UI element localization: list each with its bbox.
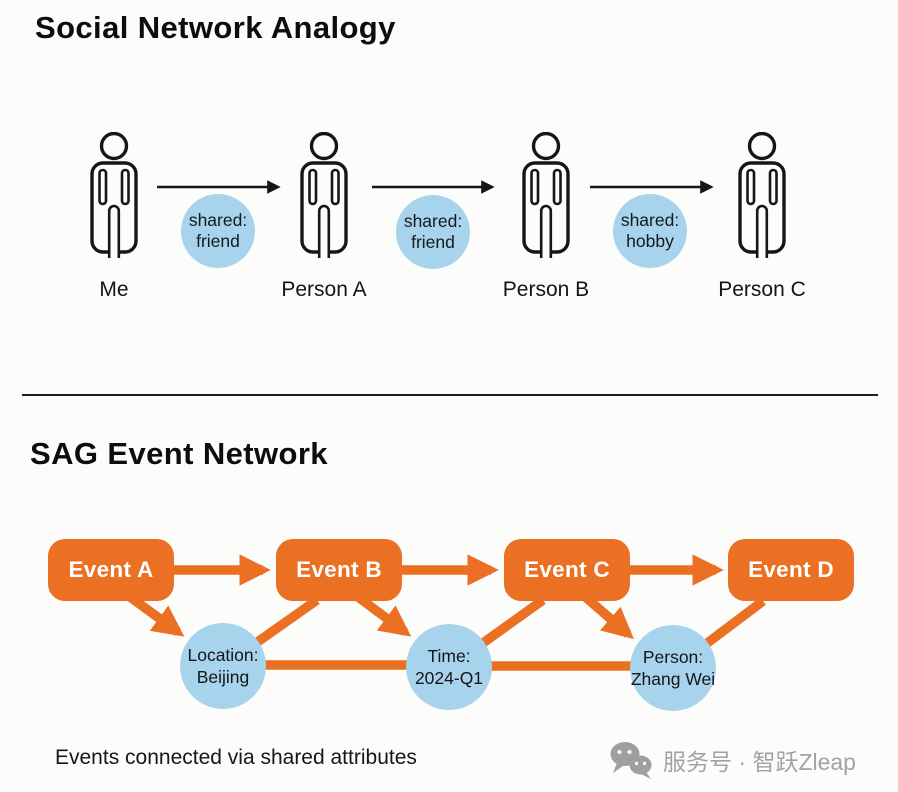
wechat-icon <box>610 742 652 779</box>
person-node-c: Person C <box>702 132 822 302</box>
bottom-section-title: SAG Event Network <box>30 436 328 471</box>
section-divider <box>22 394 878 396</box>
attribute-line2: Zhang Wei <box>630 669 716 689</box>
top-section-title: Social Network Analogy <box>35 10 396 45</box>
person-icon <box>300 132 348 258</box>
person-label: Person C <box>718 278 806 301</box>
attribute-circle-location: Location: Beijing <box>180 623 266 709</box>
link-time-eventC <box>480 596 546 647</box>
attribute-circle-person: Person: Zhang Wei <box>630 625 716 711</box>
shared-attr-line1: shared: <box>403 211 463 231</box>
shared-attr-line2: hobby <box>626 231 674 251</box>
shared-attr-line2: friend <box>196 231 240 251</box>
person-label: Person A <box>281 278 367 301</box>
person-node-me: Me <box>54 132 174 302</box>
diagram-caption: Events connected via shared attributes <box>55 746 417 769</box>
event-node-b: Event B <box>276 539 402 601</box>
person-node-b: Person B <box>486 132 606 302</box>
event-node-c: Event C <box>504 539 630 601</box>
attribute-circle-time: Time: 2024-Q1 <box>406 624 492 710</box>
attribute-line2: 2024-Q1 <box>414 668 484 688</box>
watermark: 服务号 · 智跃Zleap <box>608 740 856 780</box>
shared-attr-line1: shared: <box>620 210 680 230</box>
attribute-line1: Time: <box>427 646 471 666</box>
shared-attr-line2: friend <box>411 232 455 252</box>
event-label: Event C <box>524 557 610 582</box>
watermark-text: 服务号 · 智跃Zleap <box>663 749 856 775</box>
shared-attr-line1: shared: <box>188 210 248 230</box>
person-label: Person B <box>502 278 590 301</box>
link-person-eventD <box>703 597 766 648</box>
shared-attribute-circle-friend-1: shared: friend <box>181 194 255 268</box>
link-location-eventB <box>253 596 320 647</box>
shared-attribute-circle-hobby: shared: hobby <box>613 194 687 268</box>
shared-attribute-circle-friend-2: shared: friend <box>396 195 470 269</box>
person-icon <box>90 132 138 258</box>
attribute-line1: Location: <box>187 645 259 665</box>
event-node-d: Event D <box>728 539 854 601</box>
person-label: Me <box>99 278 129 301</box>
person-node-a: Person A <box>264 132 384 302</box>
person-icon <box>522 132 570 258</box>
event-label: Event B <box>296 557 382 582</box>
event-node-a: Event A <box>48 539 174 601</box>
event-label: Event A <box>68 557 154 582</box>
attribute-line1: Person: <box>642 647 704 667</box>
attribute-line2: Beijing <box>196 667 250 687</box>
event-label: Event D <box>748 557 834 582</box>
person-icon <box>738 132 786 258</box>
